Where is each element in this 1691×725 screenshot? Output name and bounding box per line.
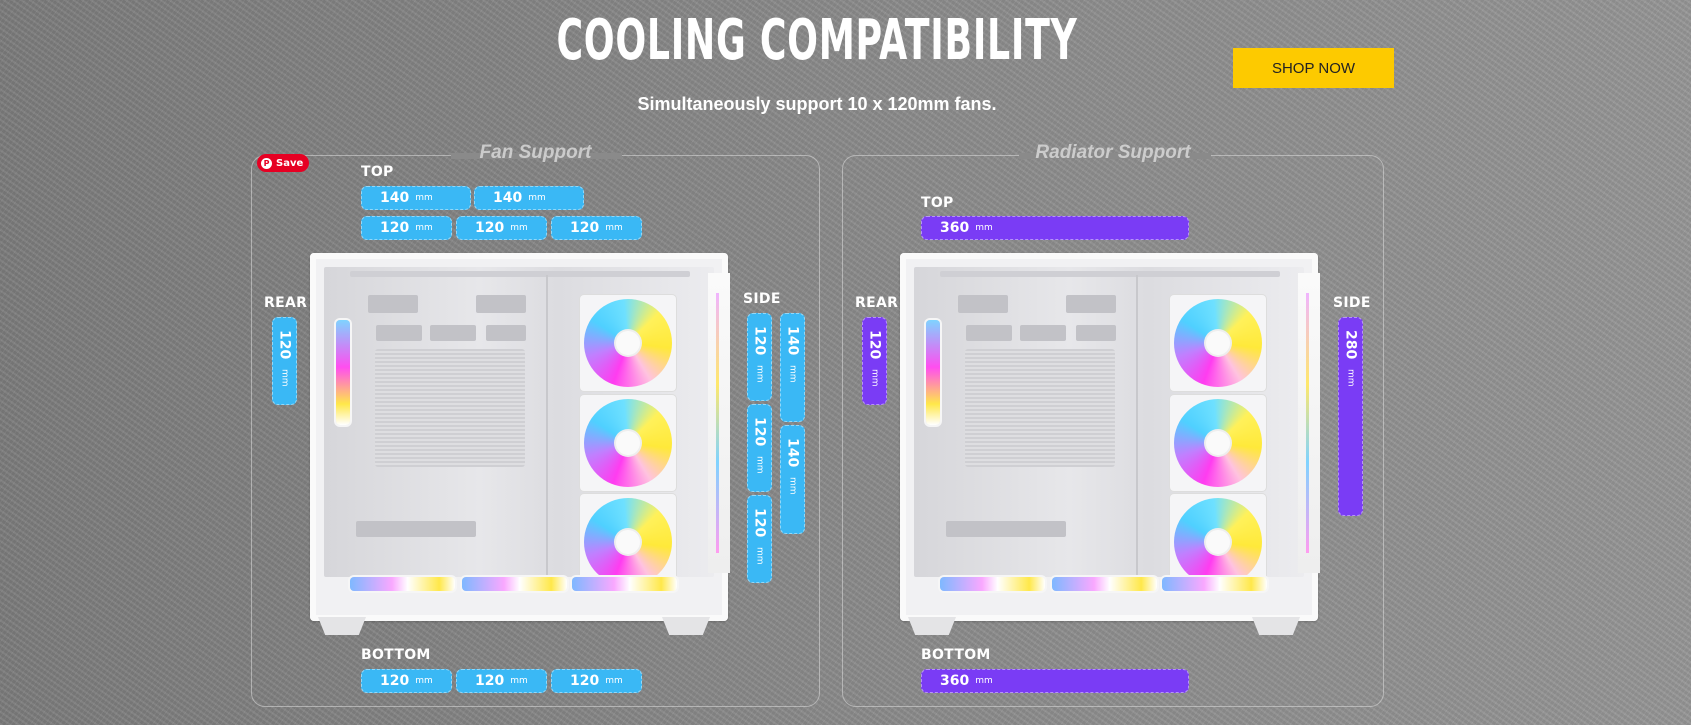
fan-support-panel: Fan Support [251, 142, 820, 707]
fan-side-120-1: 120 mm [747, 313, 772, 401]
radiator-rear-label: REAR [855, 295, 899, 311]
page-title: COOLING COMPATIBILITY [556, 8, 1078, 73]
pc-case-image-fan [310, 245, 738, 640]
radiator-support-title: Radiator Support [1035, 142, 1191, 163]
pinterest-save-button[interactable]: P Save [257, 154, 309, 172]
fan-support-title: Fan Support [479, 142, 592, 163]
fan-side-140-1: 140 mm [780, 313, 805, 422]
fan-rear-label: REAR [264, 295, 308, 311]
pinterest-icon: P [261, 157, 272, 169]
radiator-top-label: TOP [921, 195, 954, 211]
fan-side-140-2: 140 mm [780, 425, 805, 534]
fan-top-label: TOP [361, 164, 394, 180]
shop-now-button[interactable]: SHOP NOW [1233, 48, 1394, 88]
fan-side-120-2: 120 mm [747, 404, 772, 492]
fan-bottom-label: BOTTOM [361, 647, 431, 663]
fan-side-120-3: 120 mm [747, 495, 772, 583]
radiator-bottom-label: BOTTOM [921, 647, 991, 663]
save-label: Save [276, 157, 304, 169]
radiator-side-280: 280 mm [1338, 317, 1363, 516]
radiator-side-label: SIDE [1333, 295, 1371, 311]
fan-rear-120: 120 mm [272, 317, 297, 405]
radiator-rear-120: 120 mm [862, 317, 887, 405]
fan-side-label: SIDE [743, 291, 781, 307]
radiator-support-panel: Radiator Support [842, 142, 1384, 707]
page-subtitle: Simultaneously support 10 x 120mm fans. [637, 94, 997, 114]
pc-case-image-radiator [900, 245, 1328, 640]
